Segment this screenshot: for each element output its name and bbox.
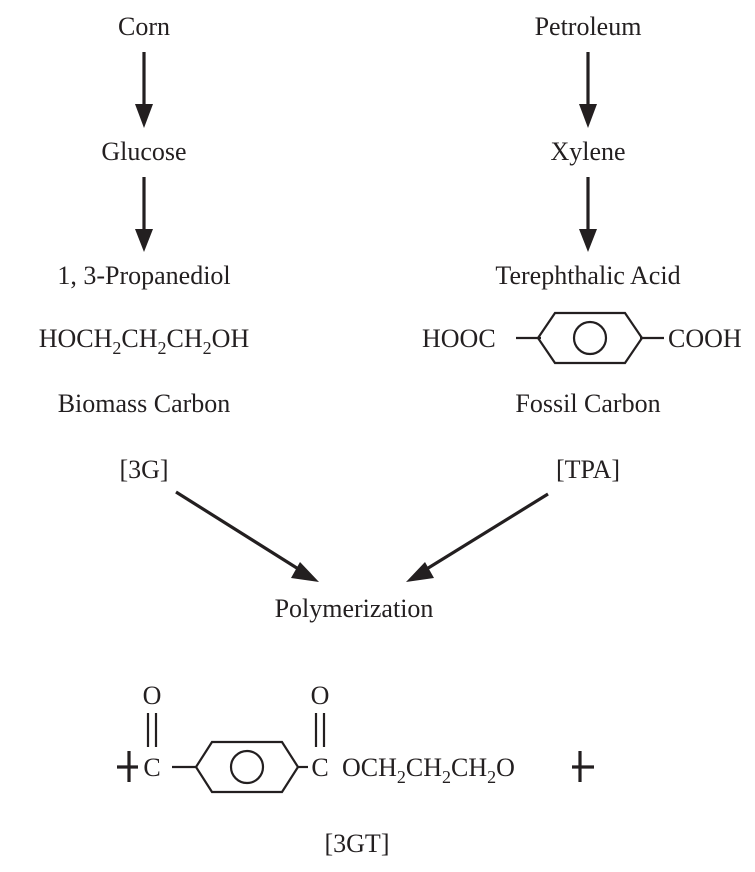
biomass-carbon-label: Biomass Carbon [58, 389, 231, 418]
carbonyl-carbon-right: C [311, 753, 328, 782]
corn-label: Corn [118, 12, 170, 41]
arrow-xylene-to-terephthalic-acid [579, 177, 597, 252]
arrow-tpa-to-polymerization [406, 492, 549, 582]
xylene-label: Xylene [550, 137, 625, 166]
propanediol-label: 1, 3-Propanediol [57, 261, 230, 290]
fossil-carbon-label: Fossil Carbon [515, 389, 660, 418]
arrow-3g-to-polymerization [175, 490, 319, 582]
benzene-ring-polymer [194, 740, 300, 794]
arrow-glucose-to-propanediol [135, 177, 153, 252]
double-bond-left [146, 713, 158, 747]
terephthalic-acid-label: Terephthalic Acid [495, 261, 680, 290]
3gt-label: [3GT] [325, 829, 390, 858]
arrow-petroleum-to-xylene [579, 52, 597, 128]
tpa-label: [TPA] [556, 455, 620, 484]
3g-label: [3G] [119, 455, 168, 484]
cooh-group: COOH [668, 324, 742, 353]
left-bracket-bond [117, 751, 138, 782]
polymerization-label: Polymerization [275, 594, 434, 623]
carbonyl-oxygen-right: O [311, 681, 330, 710]
double-bond-right [314, 713, 326, 747]
carbonyl-carbon-left: C [143, 753, 160, 782]
arrow-corn-to-glucose [135, 52, 153, 128]
glucose-label: Glucose [101, 137, 186, 166]
propanediol-formula: HOCH2CH2CH2OH [39, 324, 250, 358]
carbonyl-oxygen-left: O [143, 681, 162, 710]
glycol-chain-formula: OCH2CH2CH2O [342, 753, 515, 787]
benzene-ring-tpa [536, 311, 644, 365]
hooc-group: HOOC [422, 324, 496, 353]
right-bracket-bond [572, 751, 594, 782]
petroleum-label: Petroleum [535, 12, 642, 41]
